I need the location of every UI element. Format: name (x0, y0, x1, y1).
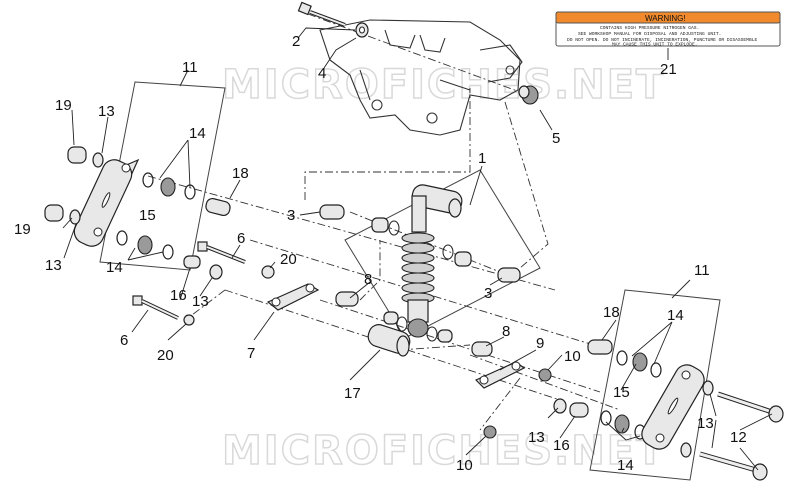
callout-13-right-mid: 13 (528, 429, 545, 446)
nut-10-upper (538, 368, 552, 382)
spacer-16-left (183, 255, 201, 269)
washer-13-bottom (69, 209, 81, 225)
callout-6-lower: 6 (120, 332, 128, 349)
bearing-set-right (600, 350, 662, 440)
bearing-15-right-bottom (614, 414, 630, 434)
callout-3-left: 3 (287, 207, 295, 224)
callout-13-top: 13 (98, 103, 115, 120)
callout-9: 9 (536, 335, 544, 352)
ring-shock-top-left (388, 220, 400, 236)
callout-11-right: 11 (694, 262, 710, 279)
frame-bracket (319, 19, 523, 136)
bolt-2 (297, 1, 346, 27)
spacer-16-right (569, 402, 589, 418)
washer-13-right-top (702, 380, 714, 396)
bolt-12-upper (717, 391, 784, 423)
shock-absorber (401, 184, 463, 338)
watermark-bottom: MICROFICHES.NET (222, 428, 665, 474)
bushing-5 (518, 85, 539, 105)
callout-1: 1 (478, 150, 486, 167)
warning-line-1: CONTAINS HIGH PRESSURE NITROGEN GAS. (600, 25, 699, 31)
bushing-3-right (497, 267, 521, 283)
callout-20-upper: 20 (280, 251, 297, 268)
spacer-shock-top-left (371, 217, 389, 233)
callout-16-right: 16 (553, 437, 570, 454)
ring-shock-bottom-right (426, 326, 438, 342)
washer-13-mid (209, 264, 223, 280)
bearing-15-top (160, 177, 176, 197)
ring-shock-bottom-left (396, 316, 408, 332)
callout-12: 12 (730, 429, 747, 446)
warning-line-4: MAY CAUSE THIS UNIT TO EXPLODE. (612, 42, 697, 48)
spacer-shock-bottom-left (383, 311, 399, 325)
linkage-rod-right (641, 364, 705, 450)
bushing-19-bottom (44, 204, 64, 222)
ring-shock-top-right (442, 244, 454, 260)
callout-5: 5 (552, 130, 560, 147)
spacer-17 (367, 324, 411, 357)
callout-17: 17 (344, 385, 361, 402)
plate-9 (474, 361, 526, 389)
warning-line-2: SEE WORKSHOP MANUAL FOR DISPOSAL AND ADJ… (578, 31, 721, 37)
callout-2: 2 (292, 33, 300, 50)
warning-label: WARNING! CONTAINS HIGH PRESSURE NITROGEN… (555, 11, 781, 48)
callout-13-mid: 13 (192, 293, 209, 310)
callout-15-left: 15 (139, 207, 156, 224)
bolt-6-upper (197, 241, 246, 264)
callout-13-right: 13 (697, 415, 714, 432)
callout-18-left: 18 (232, 165, 249, 182)
washer-13-right-mid (553, 398, 567, 414)
callout-15-right: 15 (613, 384, 630, 401)
spacer-18-left (205, 197, 231, 217)
callout-4: 4 (318, 65, 326, 82)
callout-6-upper: 6 (237, 230, 245, 247)
callout-numbers: 2 4 5 1 3 3 11 19 13 14 18 15 6 14 19 13… (14, 33, 747, 474)
callout-7: 7 (247, 345, 255, 362)
plate-7 (266, 283, 320, 311)
nut-20-lower (183, 314, 195, 326)
callout-11-left: 11 (182, 59, 198, 76)
callout-16-left: 16 (170, 287, 187, 304)
callout-leaders (62, 27, 773, 471)
bushing-19-top (67, 146, 87, 164)
nut-20-upper (261, 265, 275, 279)
callout-8-right: 8 (502, 323, 510, 340)
warning-line-3: DO NOT OPEN. DO NOT INCINERATE, INCINERA… (567, 37, 757, 43)
callout-21: 21 (660, 61, 677, 78)
callout-8-left: 8 (364, 271, 372, 288)
callout-10-upper: 10 (564, 348, 581, 365)
callout-3-right: 3 (484, 285, 492, 302)
callout-14-left-top: 14 (189, 125, 206, 142)
washer-13-right-bottom (680, 442, 692, 458)
bushing-3-left (319, 204, 345, 220)
bearing-15-bottom (137, 235, 153, 255)
callout-18-right: 18 (603, 304, 620, 321)
callout-14-right-bottom: 14 (617, 457, 634, 474)
linkage-rod-left (73, 158, 140, 247)
callout-13-bottom: 13 (45, 257, 62, 274)
bolt-12-lower (699, 451, 768, 481)
callout-19-bottom: 19 (14, 221, 31, 238)
bearing-15-right-top (632, 352, 648, 372)
warning-heading: WARNING! (645, 14, 686, 23)
callout-19-top: 19 (55, 97, 72, 114)
spacer-shock-top-right (454, 251, 472, 267)
spacer-shock-bottom-right (437, 329, 453, 343)
washer-13-top (92, 152, 104, 168)
watermark-top: MICROFICHES.NET (222, 62, 665, 108)
nut-10-lower (483, 425, 497, 439)
callout-14-left-bottom: 14 (106, 259, 123, 276)
callout-10-lower: 10 (456, 457, 473, 474)
spacer-18-right (587, 339, 613, 355)
callout-20-lower: 20 (157, 347, 174, 364)
callout-14-right-top: 14 (667, 307, 684, 324)
bolt-6-lower (132, 295, 179, 320)
